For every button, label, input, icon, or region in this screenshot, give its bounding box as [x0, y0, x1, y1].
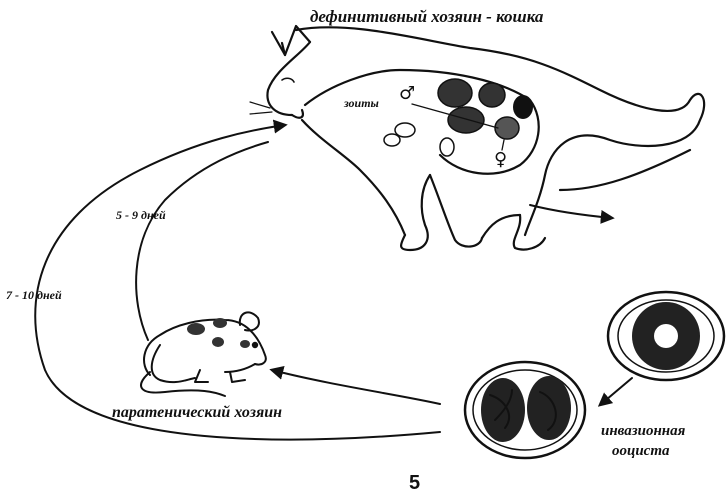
sporulation-arrow: [600, 378, 632, 405]
figure-number: 5: [409, 472, 420, 494]
cat-illustration: [250, 26, 704, 250]
mouse-illustration: [141, 312, 266, 396]
cycle-arrow-short: [136, 142, 268, 340]
male-symbol: ♂: [399, 83, 415, 104]
invasive-oocyst-label-line2: ооциста: [612, 443, 670, 459]
paratenic-host-label: паратенический хозяин: [112, 404, 282, 421]
definitive-host-label: дефинитивный хозяин - кошка: [310, 7, 544, 26]
zoites-label: зоиты: [343, 96, 379, 110]
excretion-arrow: [530, 205, 612, 218]
invasive-oocyst-label-line1: инвазионная: [601, 423, 686, 439]
unsporulated-oocyst: [608, 292, 724, 380]
female-symbol: ♀: [494, 149, 507, 170]
invasive-oocyst: [465, 362, 585, 458]
oocyst-to-mouse-arrow: [272, 370, 440, 404]
days-short-label: 5 - 9 дней: [116, 208, 166, 222]
days-long-label: 7 - 10 дней: [6, 288, 62, 302]
